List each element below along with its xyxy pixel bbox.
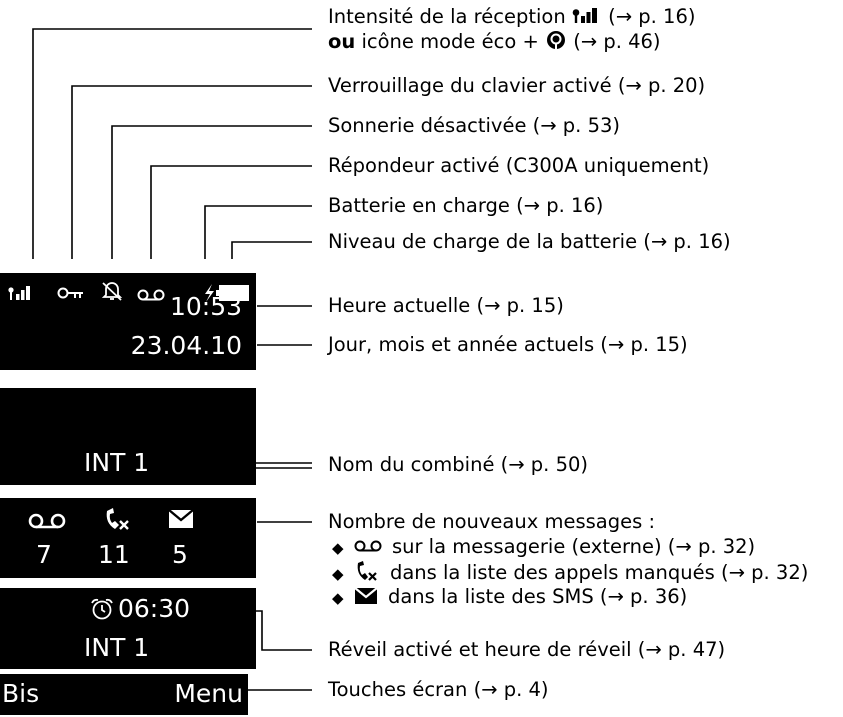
line-reception <box>32 28 312 259</box>
softkey-right[interactable]: Menu <box>174 679 243 708</box>
label-date: Jour, mois et année actuels (→ p. 15) <box>328 333 688 356</box>
voicemail-icon <box>28 513 66 529</box>
display-handset-name: INT 1 <box>84 448 150 477</box>
display-softkeys-panel: Bis Menu <box>0 674 248 715</box>
label-ringer-off: Sonnerie désactivée (→ p. 53) <box>328 114 620 137</box>
sms-envelope-icon <box>354 587 378 604</box>
sms-count: 5 <box>172 540 188 569</box>
bullet-voicemail: ◆ sur la messagerie (externe) (→ p. 32) <box>332 535 756 558</box>
signal-strength-icon <box>8 286 30 300</box>
missed-call-icon <box>106 508 129 530</box>
charging-bolt-icon <box>205 284 214 302</box>
line-keylock <box>71 85 312 259</box>
line-answering <box>150 165 312 259</box>
label-reception: Intensité de la réception (→ p. 16) <box>328 5 696 28</box>
label-alarm: Réveil activé et heure de réveil (→ p. 4… <box>328 638 726 661</box>
label-keylock: Verrouillage du clavier activé (→ p. 20) <box>328 74 706 97</box>
label-eco-mode: ou icône mode éco + (→ p. 46) <box>328 30 661 53</box>
voicemail-count: 7 <box>36 540 52 569</box>
label-battery-charging: Batterie en charge (→ p. 16) <box>328 194 604 217</box>
answering-machine-icon <box>137 289 165 301</box>
label-softkeys: Touches écran (→ p. 4) <box>328 678 549 701</box>
alarm-time: 06:30 <box>118 594 191 623</box>
missed-call-icon <box>357 561 377 581</box>
display-status-panel: 10:53 23.04.10 <box>0 273 256 370</box>
alarm-clock-icon <box>91 598 113 620</box>
line-battery-level <box>231 241 312 259</box>
display-time: 10:53 <box>169 292 242 321</box>
softkey-left[interactable]: Bis <box>2 679 40 708</box>
label-handset-name: Nom du combiné (→ p. 50) <box>328 453 588 476</box>
display-messages-panel: 7 11 5 <box>0 498 256 578</box>
battery-icon <box>216 285 249 301</box>
line-charging <box>204 205 312 259</box>
line-ringer <box>111 125 312 259</box>
bullet-missed-calls: ◆ dans la liste des appels manqués (→ p.… <box>332 561 809 584</box>
signal-strength-icon <box>572 8 597 23</box>
display-handset-panel: INT 1 <box>0 388 256 485</box>
alarm-handset-name: INT 1 <box>84 633 150 662</box>
missed-calls-count: 11 <box>98 540 130 569</box>
sms-envelope-icon <box>168 509 194 528</box>
label-answering-machine: Répondeur activé (C300A uniquement) <box>328 154 710 177</box>
key-lock-icon <box>57 287 83 299</box>
ringer-off-icon <box>101 282 123 301</box>
label-time: Heure actuelle (→ p. 15) <box>328 294 564 317</box>
display-alarm-panel: 06:30 INT 1 <box>0 588 256 669</box>
label-battery-level: Niveau de charge de la batterie (→ p. 16… <box>328 230 731 253</box>
bullet-sms: ◆ dans la liste des SMS (→ p. 36) <box>332 585 688 608</box>
eco-mode-icon <box>547 31 565 49</box>
display-date: 23.04.10 <box>130 331 242 360</box>
label-new-messages: Nombre de nouveaux messages : <box>328 510 656 533</box>
voicemail-icon <box>354 540 382 552</box>
